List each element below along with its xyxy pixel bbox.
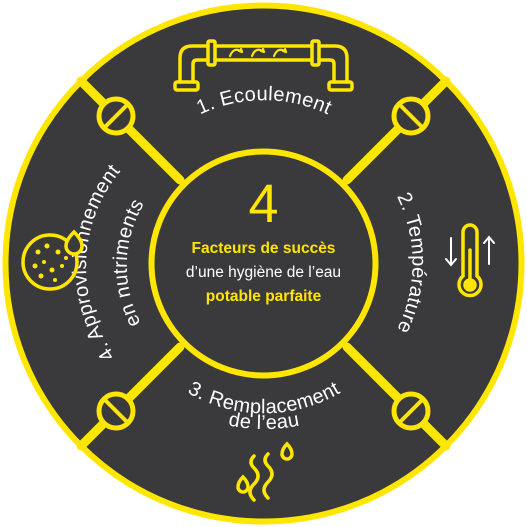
center-emphasis: potable parfaite <box>206 288 322 305</box>
segment-label-replacement-2: de l’eau <box>227 409 301 434</box>
thermometer-icon <box>445 223 495 298</box>
segment-dividers <box>76 76 451 451</box>
fitting-bars <box>102 102 425 425</box>
divider-bottom-right <box>342 342 451 451</box>
divider-bottom-left <box>76 342 185 451</box>
center-circle <box>148 148 379 379</box>
pipe-flow-icon <box>173 39 354 92</box>
nutrient-cell-icon <box>21 229 84 291</box>
center-number: 4 <box>248 174 278 234</box>
center-subtitle: d’une hygiène de l’eau <box>186 264 341 281</box>
center-title: Facteurs de succès <box>192 240 336 257</box>
divider-top-left <box>76 76 185 185</box>
divider-top-right <box>342 76 451 185</box>
steam-drops-icon <box>236 441 294 502</box>
